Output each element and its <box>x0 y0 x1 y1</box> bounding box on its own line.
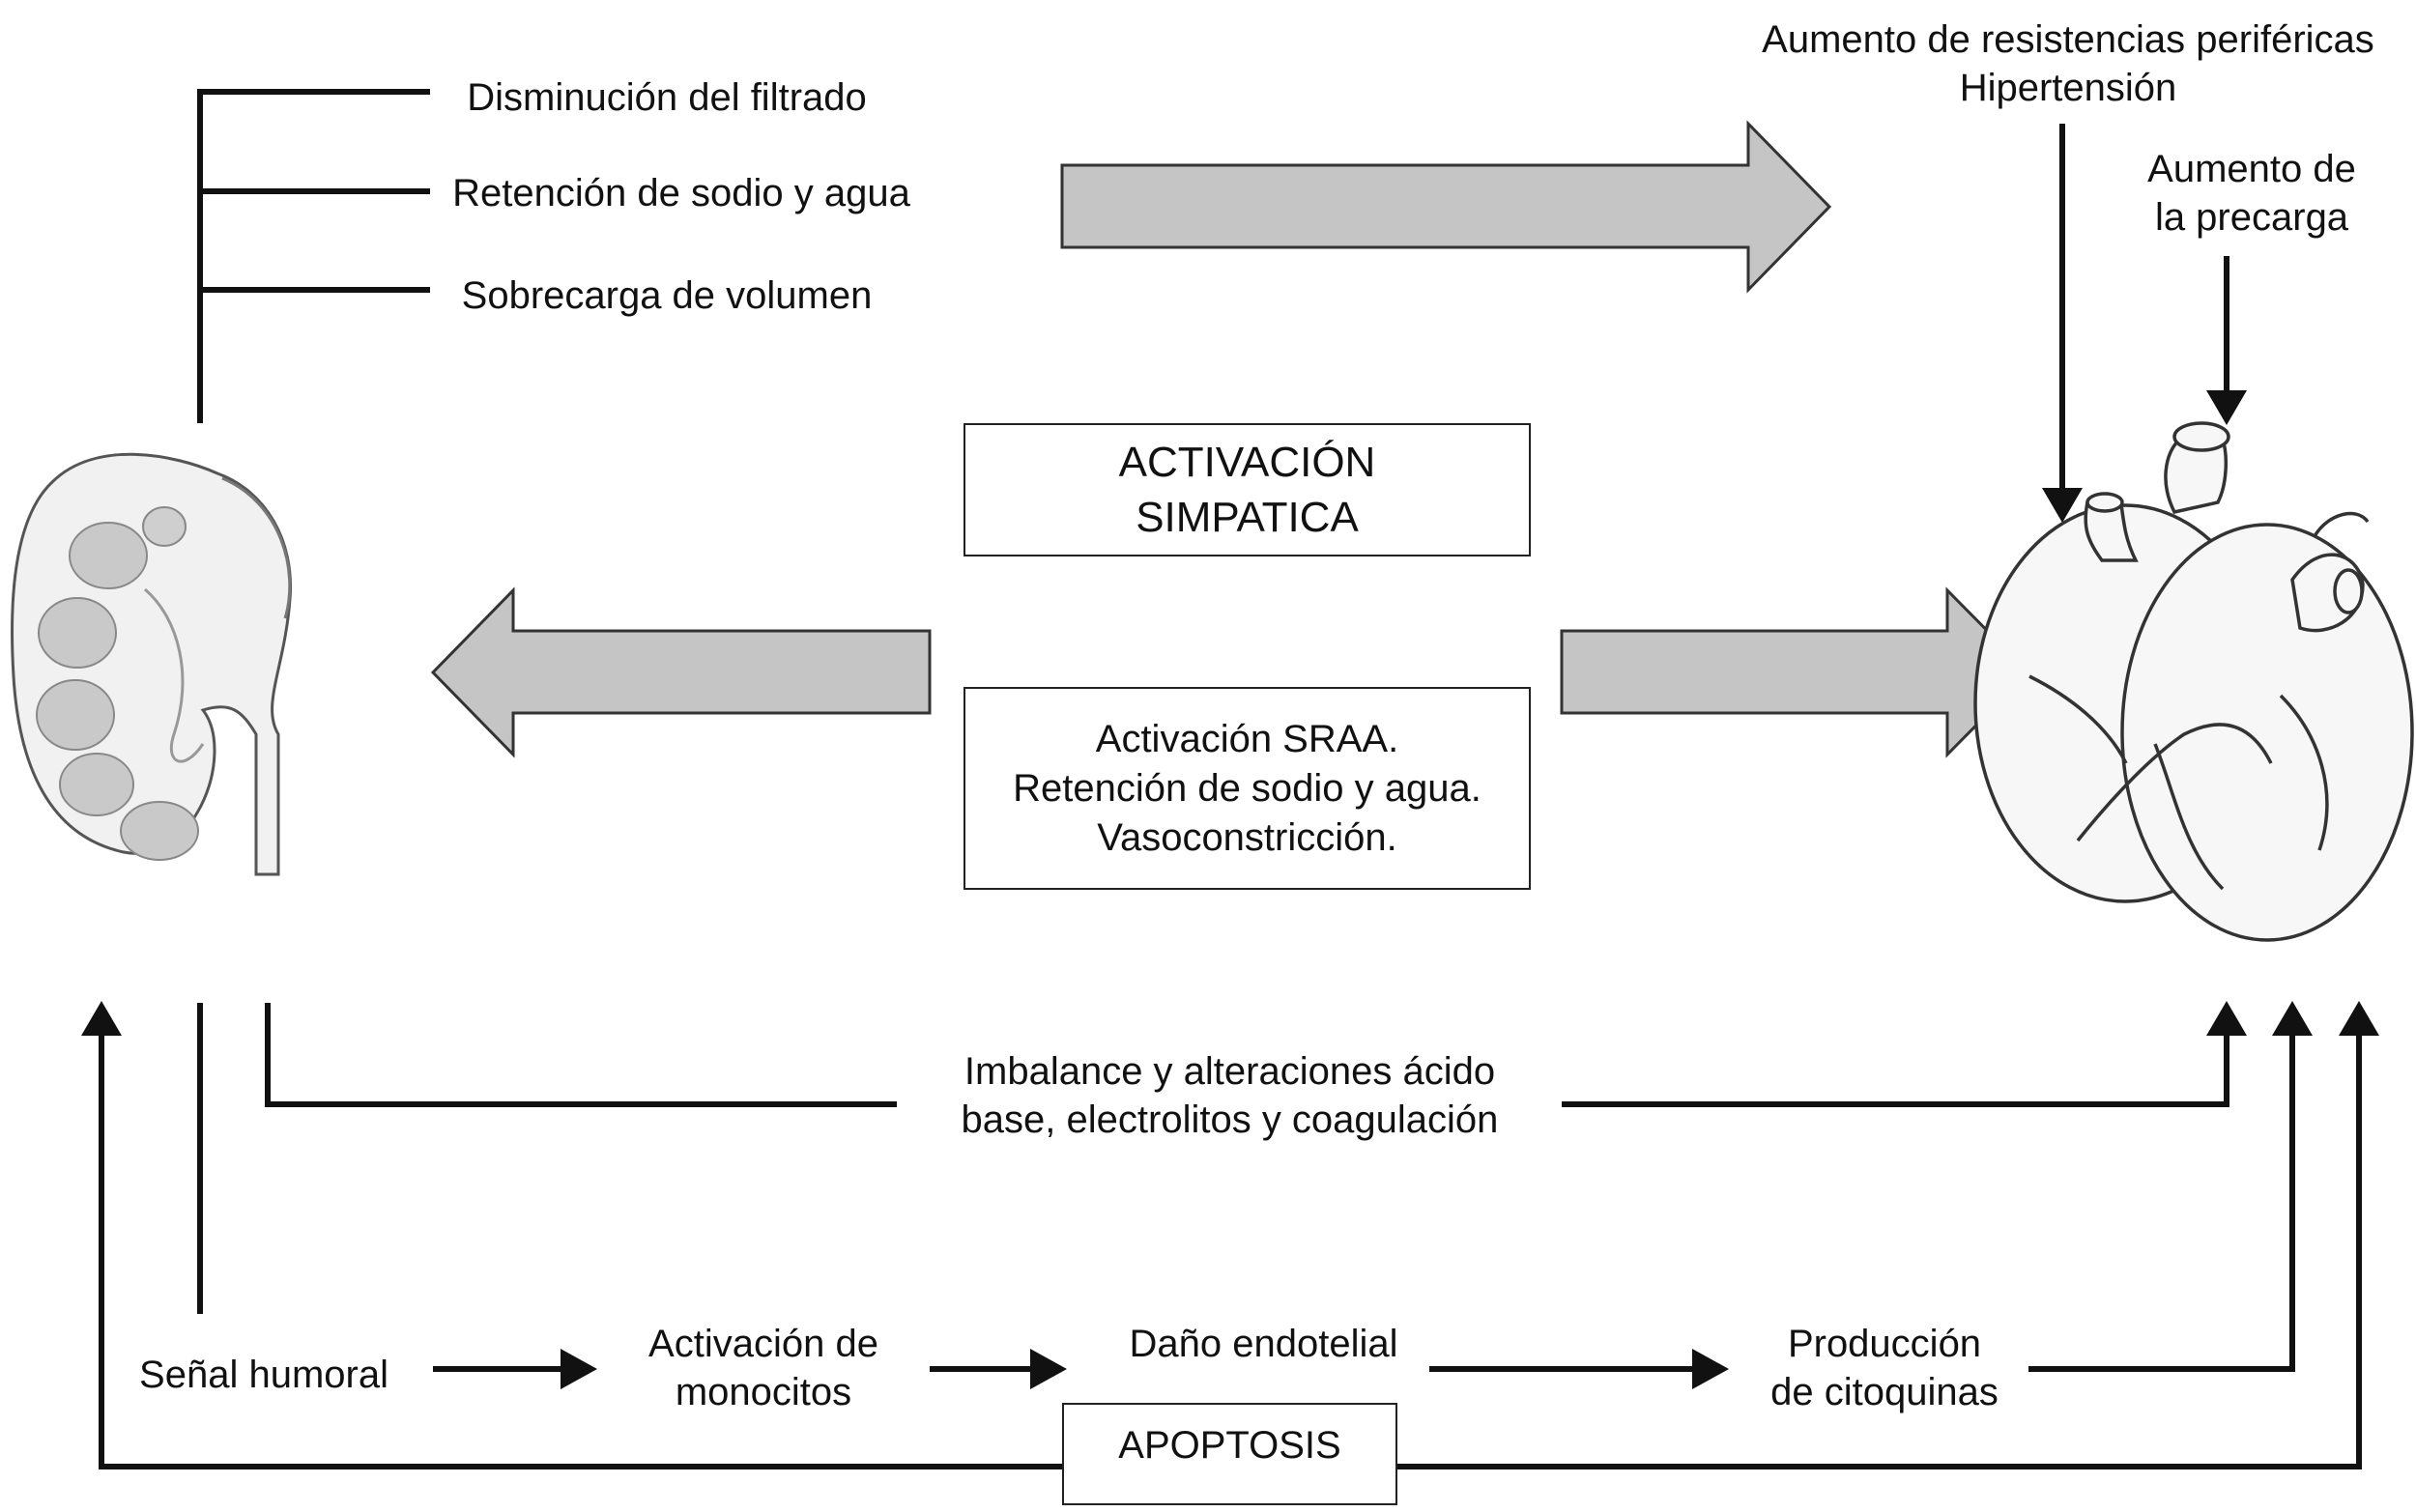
apoptosis-box: APOPTOSIS <box>1062 1403 1397 1505</box>
endothelial-damage-label: Daño endotelial <box>1129 1323 1398 1365</box>
imbalance-line2: base, electrolitos y coagulación <box>961 1098 1499 1141</box>
arrow-monocytes-to-endothelial <box>930 1349 1067 1389</box>
kidney-effect-sodium-water: Retención de sodio y agua <box>452 172 910 214</box>
cytokines-arrowhead <box>2272 1001 2313 1036</box>
preload-label: Aumento de la precarga <box>2107 145 2397 242</box>
imbalance-line1: Imbalance y alteraciones ácido <box>964 1050 1496 1093</box>
raas-line3: Vasoconstricción. <box>1097 815 1397 859</box>
kidney-effect-filtration: Disminución del filtrado <box>467 76 867 119</box>
sympathetic-activation-box: ACTIVACIÓN SIMPATICA <box>964 423 1531 556</box>
monocytes-line2: monocitos <box>675 1371 852 1413</box>
heart-illustration <box>1973 421 2414 942</box>
kidney-effects-bracket <box>197 89 430 423</box>
arrow-endothelial-to-cytokines <box>1429 1349 1729 1389</box>
raas-line1: Activación SRAA. <box>1095 717 1399 760</box>
sympathetic-line2: SIMPATICA <box>1136 494 1359 541</box>
imbalance-connector <box>265 1003 2229 1107</box>
apoptosis-loop <box>99 1034 2362 1469</box>
block-arrow-top-right <box>1060 120 1832 294</box>
arrow-resistance-to-heart <box>2042 124 2083 523</box>
apoptosis-label: APOPTOSIS <box>1118 1424 1341 1467</box>
kidney-illustration <box>11 452 293 876</box>
block-arrow-left <box>430 586 932 758</box>
imbalance-label: Imbalance y alteraciones ácido base, ele… <box>908 1047 1551 1144</box>
monocytes-line1: Activación de <box>648 1323 878 1365</box>
peripheral-resistance-label: Aumento de resistencias periféricas Hipe… <box>1735 15 2402 112</box>
block-arrow-right <box>1560 586 2031 758</box>
raas-box: Activación SRAA. Retención de sodio y ag… <box>964 687 1531 890</box>
hypertension-line: Hipertensión <box>1959 67 2177 109</box>
preload-line2: la precarga <box>2154 196 2349 239</box>
cytokines-line1: Producción <box>1787 1323 1982 1365</box>
apoptosis-arrowhead-kidney <box>81 1001 122 1036</box>
peripheral-resistance-line1: Aumento de resistencias periféricas <box>1762 18 2374 61</box>
cytokines-line2: de citoquinas <box>1770 1371 1999 1413</box>
imbalance-arrowhead <box>2206 1001 2247 1036</box>
sympathetic-line1: ACTIVACIÓN <box>1118 439 1376 486</box>
raas-line2: Retención de sodio y agua. <box>1013 766 1481 810</box>
apoptosis-arrowhead-heart <box>2339 1001 2379 1036</box>
arrow-humoral-to-monocytes <box>433 1349 597 1389</box>
cytokines-to-heart-connector <box>2028 1034 2295 1372</box>
arrow-preload-to-heart <box>2206 256 2247 425</box>
preload-line1: Aumento de <box>2147 148 2356 190</box>
cytokine-production-label: Producción de citoquinas <box>1740 1320 2029 1416</box>
humoral-signal-label: Señal humoral <box>139 1354 388 1396</box>
monocyte-activation-label: Activación de monocitos <box>609 1320 918 1416</box>
kidney-effect-volume-overload: Sobrecarga de volumen <box>461 274 873 317</box>
